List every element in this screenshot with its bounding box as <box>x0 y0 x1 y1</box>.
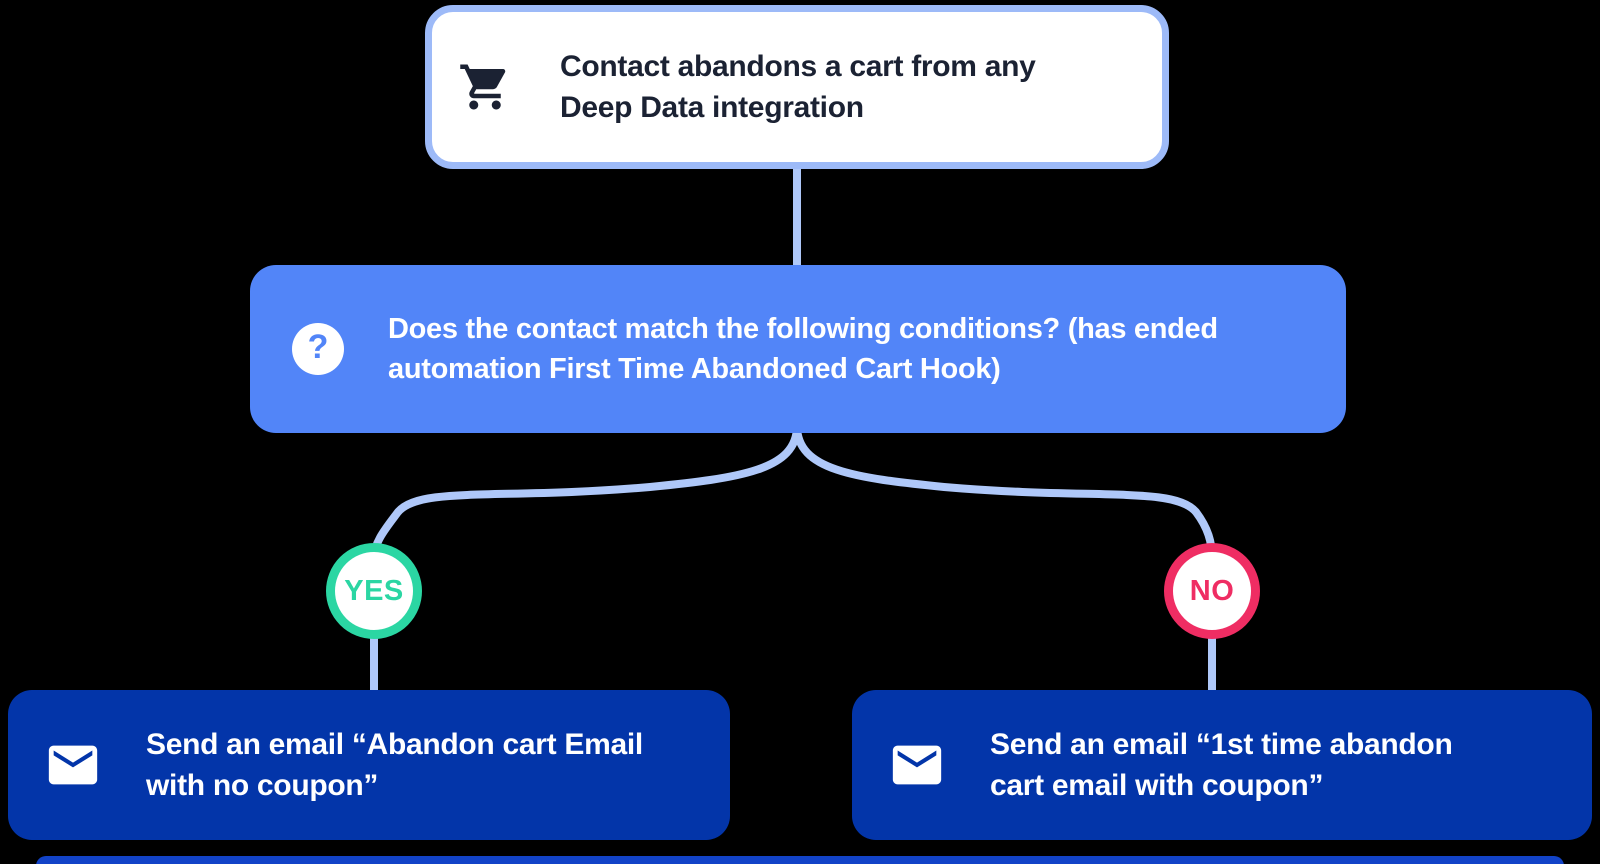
yes-branch-label: YES <box>344 574 404 607</box>
question-mark-icon: ? <box>292 323 344 375</box>
email-icon <box>888 736 946 794</box>
send-email-no-coupon-node[interactable]: Send an email “Abandon cart Email with n… <box>8 690 730 840</box>
email-icon <box>44 736 102 794</box>
condition-label: Does the contact match the following con… <box>388 312 1218 385</box>
shopping-cart-icon <box>458 60 512 114</box>
yes-branch-badge: YES <box>326 543 422 639</box>
no-action-label: Send an email “1st time abandon cart ema… <box>990 727 1453 802</box>
send-email-with-coupon-node[interactable]: Send an email “1st time abandon cart ema… <box>852 690 1592 840</box>
no-branch-badge: NO <box>1164 543 1260 639</box>
no-branch-label: NO <box>1189 574 1235 607</box>
condition-node[interactable]: ? Does the contact match the following c… <box>250 265 1346 433</box>
yes-action-label: Send an email “Abandon cart Email with n… <box>146 727 643 802</box>
connector-branch-no <box>793 425 1216 559</box>
connector-branch-yes <box>370 425 801 559</box>
question-glyph: ? <box>307 328 329 366</box>
trigger-node[interactable]: Contact abandons a cart from any Deep Da… <box>425 5 1169 169</box>
partial-node-below <box>36 856 1564 864</box>
trigger-label: Contact abandons a cart from any Deep Da… <box>560 49 1036 124</box>
